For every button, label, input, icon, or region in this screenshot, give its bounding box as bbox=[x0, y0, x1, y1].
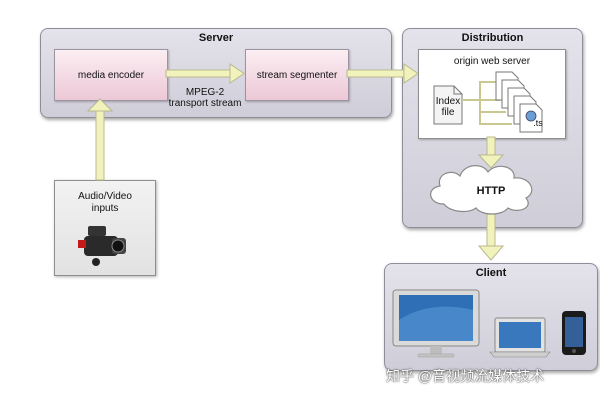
arrow-segmenter-to-origin bbox=[346, 63, 419, 84]
video-camera-icon bbox=[78, 226, 126, 266]
iphone-icon bbox=[562, 311, 586, 355]
index-file-label-line1: Index bbox=[435, 96, 461, 107]
stream-segmenter-box: stream segmenter bbox=[245, 49, 349, 101]
media-encoder-box: media encoder bbox=[54, 49, 168, 101]
http-cloud-icon bbox=[430, 165, 533, 215]
index-file-label-line2: file bbox=[441, 107, 455, 118]
client-title: Client bbox=[475, 267, 507, 279]
mpeg2-label-line1: MPEG-2 bbox=[185, 87, 225, 98]
index-file-icon bbox=[433, 85, 463, 125]
distribution-title: Distribution bbox=[461, 32, 524, 44]
index-to-segment-connectors bbox=[462, 81, 512, 125]
macbook-icon bbox=[489, 317, 551, 358]
server-title: Server bbox=[198, 32, 234, 44]
http-label: HTTP bbox=[476, 185, 506, 197]
arrow-encoder-to-segmenter bbox=[165, 63, 245, 84]
av-input-label-line2: inputs bbox=[91, 203, 119, 214]
imac-icon bbox=[392, 289, 480, 358]
arrow-http-to-client bbox=[477, 213, 505, 261]
origin-web-server-label: origin web server bbox=[453, 56, 531, 67]
watermark: 知乎 @音视频流媒体技术 bbox=[386, 368, 545, 384]
arrow-origin-to-http bbox=[477, 136, 505, 169]
mpeg2-label-line2: transport stream bbox=[168, 98, 242, 109]
ts-label: .ts bbox=[533, 118, 543, 128]
arrow-input-to-encoder bbox=[86, 98, 114, 181]
ts-file-icon bbox=[495, 71, 543, 133]
av-input-label-line1: Audio/Video bbox=[78, 191, 132, 202]
